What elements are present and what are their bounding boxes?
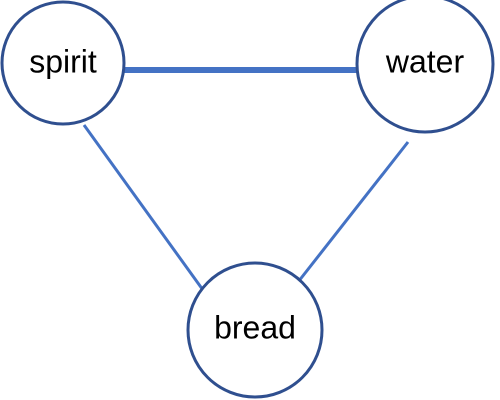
node-spirit[interactable]: spirit: [0, 0, 126, 126]
node-bread-circle: [186, 261, 324, 399]
node-spirit-circle: [0, 0, 126, 126]
edge-spirit-bread: [82, 124, 210, 298]
edge-water-bread: [289, 141, 410, 292]
node-spirit-label: spirit: [29, 43, 97, 79]
node-water-circle: [355, 0, 495, 134]
node-water[interactable]: water: [355, 0, 495, 134]
node-bread[interactable]: bread: [186, 261, 324, 399]
node-bread-label: bread: [214, 309, 296, 345]
node-water-label: water: [385, 43, 465, 79]
